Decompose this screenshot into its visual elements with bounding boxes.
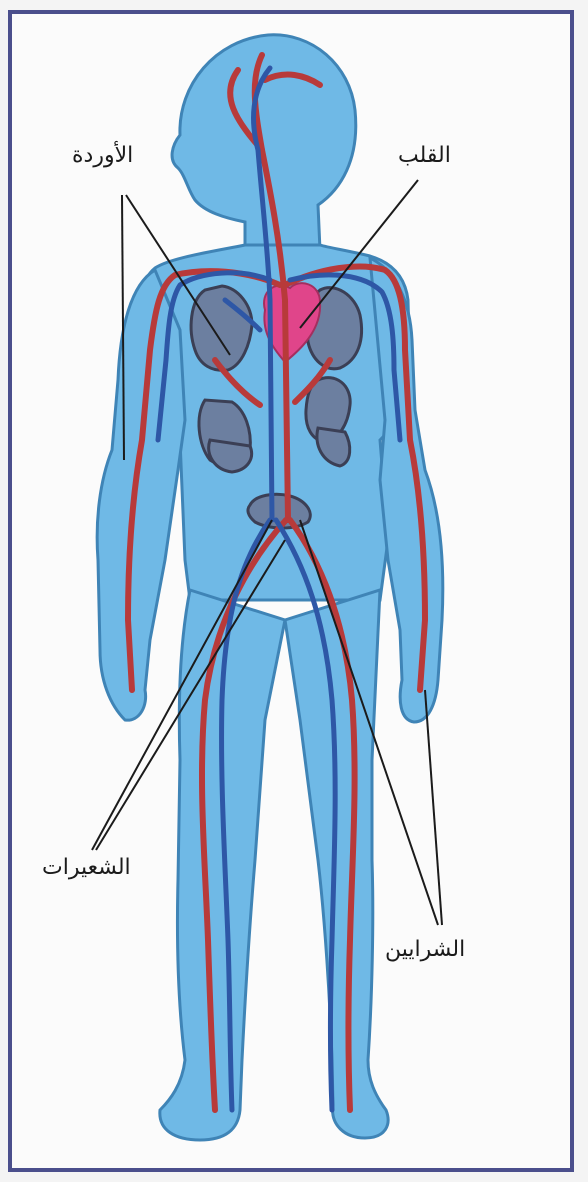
left-lung	[191, 286, 252, 370]
label-arteries: الشرايين	[385, 937, 465, 962]
left-arm	[97, 270, 185, 720]
label-veins: الأوردة	[72, 143, 133, 168]
label-heart: القلب	[398, 143, 451, 168]
arteries-pointer-2	[425, 690, 442, 925]
label-capillaries: الشعيرات	[42, 855, 131, 880]
